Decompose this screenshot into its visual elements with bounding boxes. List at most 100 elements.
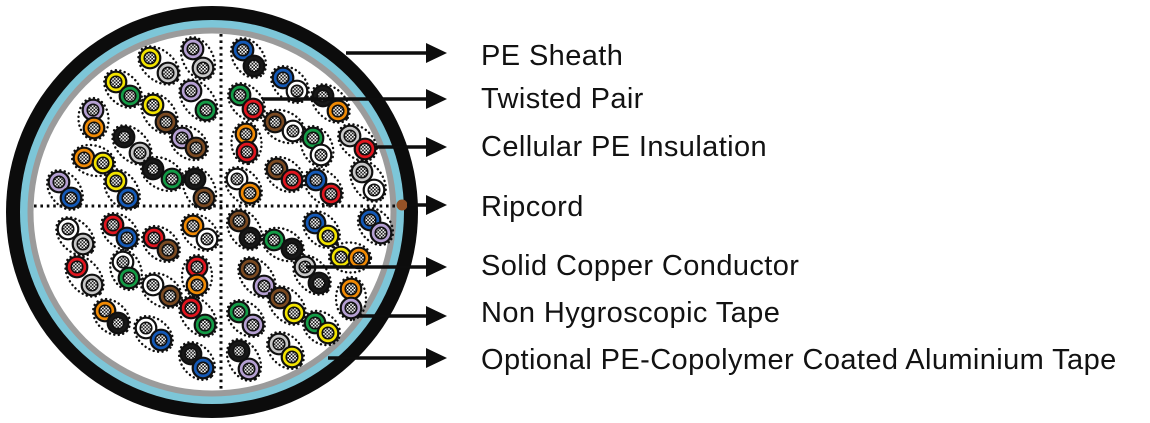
copper-conductor xyxy=(163,289,177,303)
copper-conductor xyxy=(154,333,168,347)
ripcord-dot xyxy=(396,199,408,211)
copper-conductor xyxy=(121,191,135,205)
pair-twist-outline xyxy=(64,254,105,298)
pair-twist-outline xyxy=(137,45,181,86)
copper-conductor xyxy=(246,318,260,332)
copper-conductor xyxy=(267,233,281,247)
twisted-pair-group xyxy=(349,159,387,203)
copper-conductor xyxy=(64,191,78,205)
pair-twist-outline xyxy=(260,226,306,263)
pair-twist-outline xyxy=(263,155,306,194)
copper-conductor xyxy=(309,173,323,187)
twisted-pair-group xyxy=(334,275,368,322)
twisted-pair-group xyxy=(265,330,306,371)
twisted-pair-group xyxy=(178,295,218,338)
copper-conductor xyxy=(61,222,75,236)
copper-conductor xyxy=(324,187,338,201)
copper-conductor xyxy=(367,183,381,197)
copper-conductor xyxy=(308,216,322,230)
pair-twist-outline xyxy=(301,209,342,250)
copper-conductor xyxy=(232,305,246,319)
copper-conductor xyxy=(106,218,120,232)
copper-conductor xyxy=(374,226,388,240)
copper-conductor xyxy=(334,250,348,264)
twisted-pair-group xyxy=(261,108,307,145)
label-solid-copper-conductor: Solid Copper Conductor xyxy=(481,250,800,282)
twisted-pair-group xyxy=(180,253,214,299)
copper-conductor xyxy=(196,361,210,375)
copper-conductor xyxy=(133,146,147,160)
copper-conductor xyxy=(232,214,246,228)
copper-conductor xyxy=(52,175,66,189)
pair-twist-outline xyxy=(109,248,143,292)
copper-conductor xyxy=(199,103,213,117)
copper-conductor xyxy=(117,130,131,144)
copper-conductor xyxy=(236,43,250,57)
twisted-pair-group xyxy=(327,241,373,274)
copper-conductor xyxy=(276,71,290,85)
pair-twist-outline xyxy=(133,314,174,354)
pair-twist-outline xyxy=(77,96,110,142)
copper-conductor xyxy=(314,148,328,162)
copper-conductor xyxy=(273,291,287,305)
copper-conductor xyxy=(77,151,91,165)
pair-twist-outline xyxy=(55,216,96,257)
copper-conductor xyxy=(268,115,282,129)
copper-conductor xyxy=(286,124,300,138)
pair-twist-outline xyxy=(334,275,368,322)
label-cellular-pe-insulation: Cellular PE Insulation xyxy=(481,131,768,163)
copper-conductor xyxy=(139,321,153,335)
copper-conductor xyxy=(344,301,358,315)
twisted-pair-group xyxy=(137,45,181,86)
pair-twist-outline xyxy=(299,124,335,169)
copper-conductor xyxy=(161,66,175,80)
copper-conductor xyxy=(143,51,157,65)
copper-conductor xyxy=(165,172,179,186)
twisted-pair-group xyxy=(179,212,221,253)
copper-conductor xyxy=(363,213,377,227)
pair-twist-outline xyxy=(45,169,85,211)
pair-twist-outline xyxy=(225,337,263,383)
copper-conductor xyxy=(355,165,369,179)
pair-twist-outline xyxy=(70,143,117,178)
twisted-pair-group xyxy=(99,211,141,252)
copper-conductor xyxy=(98,304,112,318)
twisted-pair-group xyxy=(140,271,183,310)
label-pe-sheath: PE Sheath xyxy=(481,40,624,72)
twisted-pair-group xyxy=(337,123,378,162)
copper-conductor xyxy=(358,142,372,156)
pair-twist-outline xyxy=(230,120,263,166)
pair-twist-outline xyxy=(303,167,344,207)
copper-conductor xyxy=(189,141,203,155)
copper-conductor xyxy=(86,103,100,117)
pair-twist-outline xyxy=(356,206,395,247)
copper-conductor xyxy=(120,231,134,245)
copper-conductor xyxy=(285,350,299,364)
pair-twist-outline xyxy=(265,330,306,371)
pair-twist-outline xyxy=(327,241,373,274)
copper-conductor xyxy=(239,127,253,141)
copper-conductor xyxy=(343,129,357,143)
twisted-pair-group xyxy=(181,165,218,212)
twisted-pair-group xyxy=(64,254,105,298)
copper-conductor xyxy=(186,42,200,56)
copper-conductor xyxy=(232,344,246,358)
twisted-pair-group xyxy=(109,248,143,292)
pair-twist-outline xyxy=(140,224,182,264)
twisted-pair-group xyxy=(70,143,117,178)
pair-twist-outline xyxy=(223,165,264,207)
twisted-pair-group xyxy=(179,36,217,81)
callout-arrow-head xyxy=(426,195,447,215)
copper-conductor xyxy=(321,229,335,243)
copper-conductor xyxy=(200,232,214,246)
copper-conductor xyxy=(243,262,257,276)
copper-conductor xyxy=(257,279,271,293)
copper-conductor xyxy=(287,306,301,320)
copper-conductor xyxy=(233,88,247,102)
copper-conductor xyxy=(184,301,198,315)
copper-conductor xyxy=(96,156,110,170)
copper-conductor xyxy=(146,98,160,112)
copper-conductor xyxy=(184,347,198,361)
copper-conductor xyxy=(270,162,284,176)
